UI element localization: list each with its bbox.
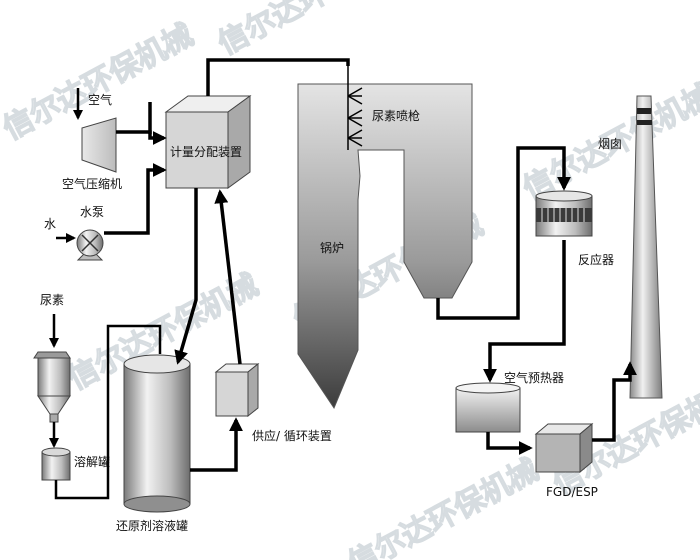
water-label: 水 xyxy=(44,217,56,231)
pump-to-metering xyxy=(104,163,167,235)
supply-circulation-unit xyxy=(214,362,260,418)
boiler xyxy=(297,83,473,410)
reductant-solution-tank xyxy=(123,354,191,513)
tank-to-supply xyxy=(190,417,243,472)
urea-lance xyxy=(347,62,363,150)
dissolving-tank-label: 溶解罐 xyxy=(74,454,110,469)
metering-label: 计量分配装置 xyxy=(170,145,242,159)
chimney-label: 烟囱 xyxy=(598,137,622,151)
water-pump-label: 水泵 xyxy=(80,205,104,219)
compressor-to-metering-arrow xyxy=(148,102,167,145)
air-preheater xyxy=(455,382,521,433)
metering-to-tank xyxy=(174,188,198,365)
air-label: 空气 xyxy=(88,92,112,107)
boiler-body xyxy=(297,83,473,410)
dissolving-to-reductant xyxy=(54,324,162,500)
metering-to-lance xyxy=(206,58,350,96)
boiler-label: 锅炉 xyxy=(320,240,344,255)
fgd-esp-label: FGD/ESP xyxy=(546,485,598,499)
compressor-to-metering xyxy=(116,130,152,134)
watermark-7: 信尔达环保机械 xyxy=(342,453,544,560)
boiler-to-reactor xyxy=(436,146,571,320)
reductant-tank-label: 还原剂溶液罐 xyxy=(116,518,188,533)
urea-lance-label: 尿素喷枪 xyxy=(372,108,420,123)
metering-distribution-unit xyxy=(164,95,252,189)
reactor-to-preheater xyxy=(483,240,566,383)
air-preheater-label: 空气预热器 xyxy=(504,370,564,385)
dissolving-tank xyxy=(41,447,71,481)
fgd-esp-unit xyxy=(534,422,594,474)
reactor-label: 反应器 xyxy=(578,252,614,267)
compressor-label: 空气压缩机 xyxy=(62,176,122,191)
preheater-to-fgd xyxy=(486,432,533,455)
supply-circulation-label: 供应/ 循环装置 xyxy=(252,428,332,443)
water-pump xyxy=(76,229,104,261)
reactor xyxy=(535,190,593,237)
urea-hopper xyxy=(33,351,71,423)
air-compressor xyxy=(81,117,117,173)
fgd-to-chimney xyxy=(592,361,637,442)
chimney xyxy=(629,95,663,399)
supply-to-metering xyxy=(214,189,242,365)
urea-label: 尿素 xyxy=(40,293,64,307)
flow-lines xyxy=(49,58,637,500)
watermark-2: 信尔达环保机械 xyxy=(212,0,414,62)
